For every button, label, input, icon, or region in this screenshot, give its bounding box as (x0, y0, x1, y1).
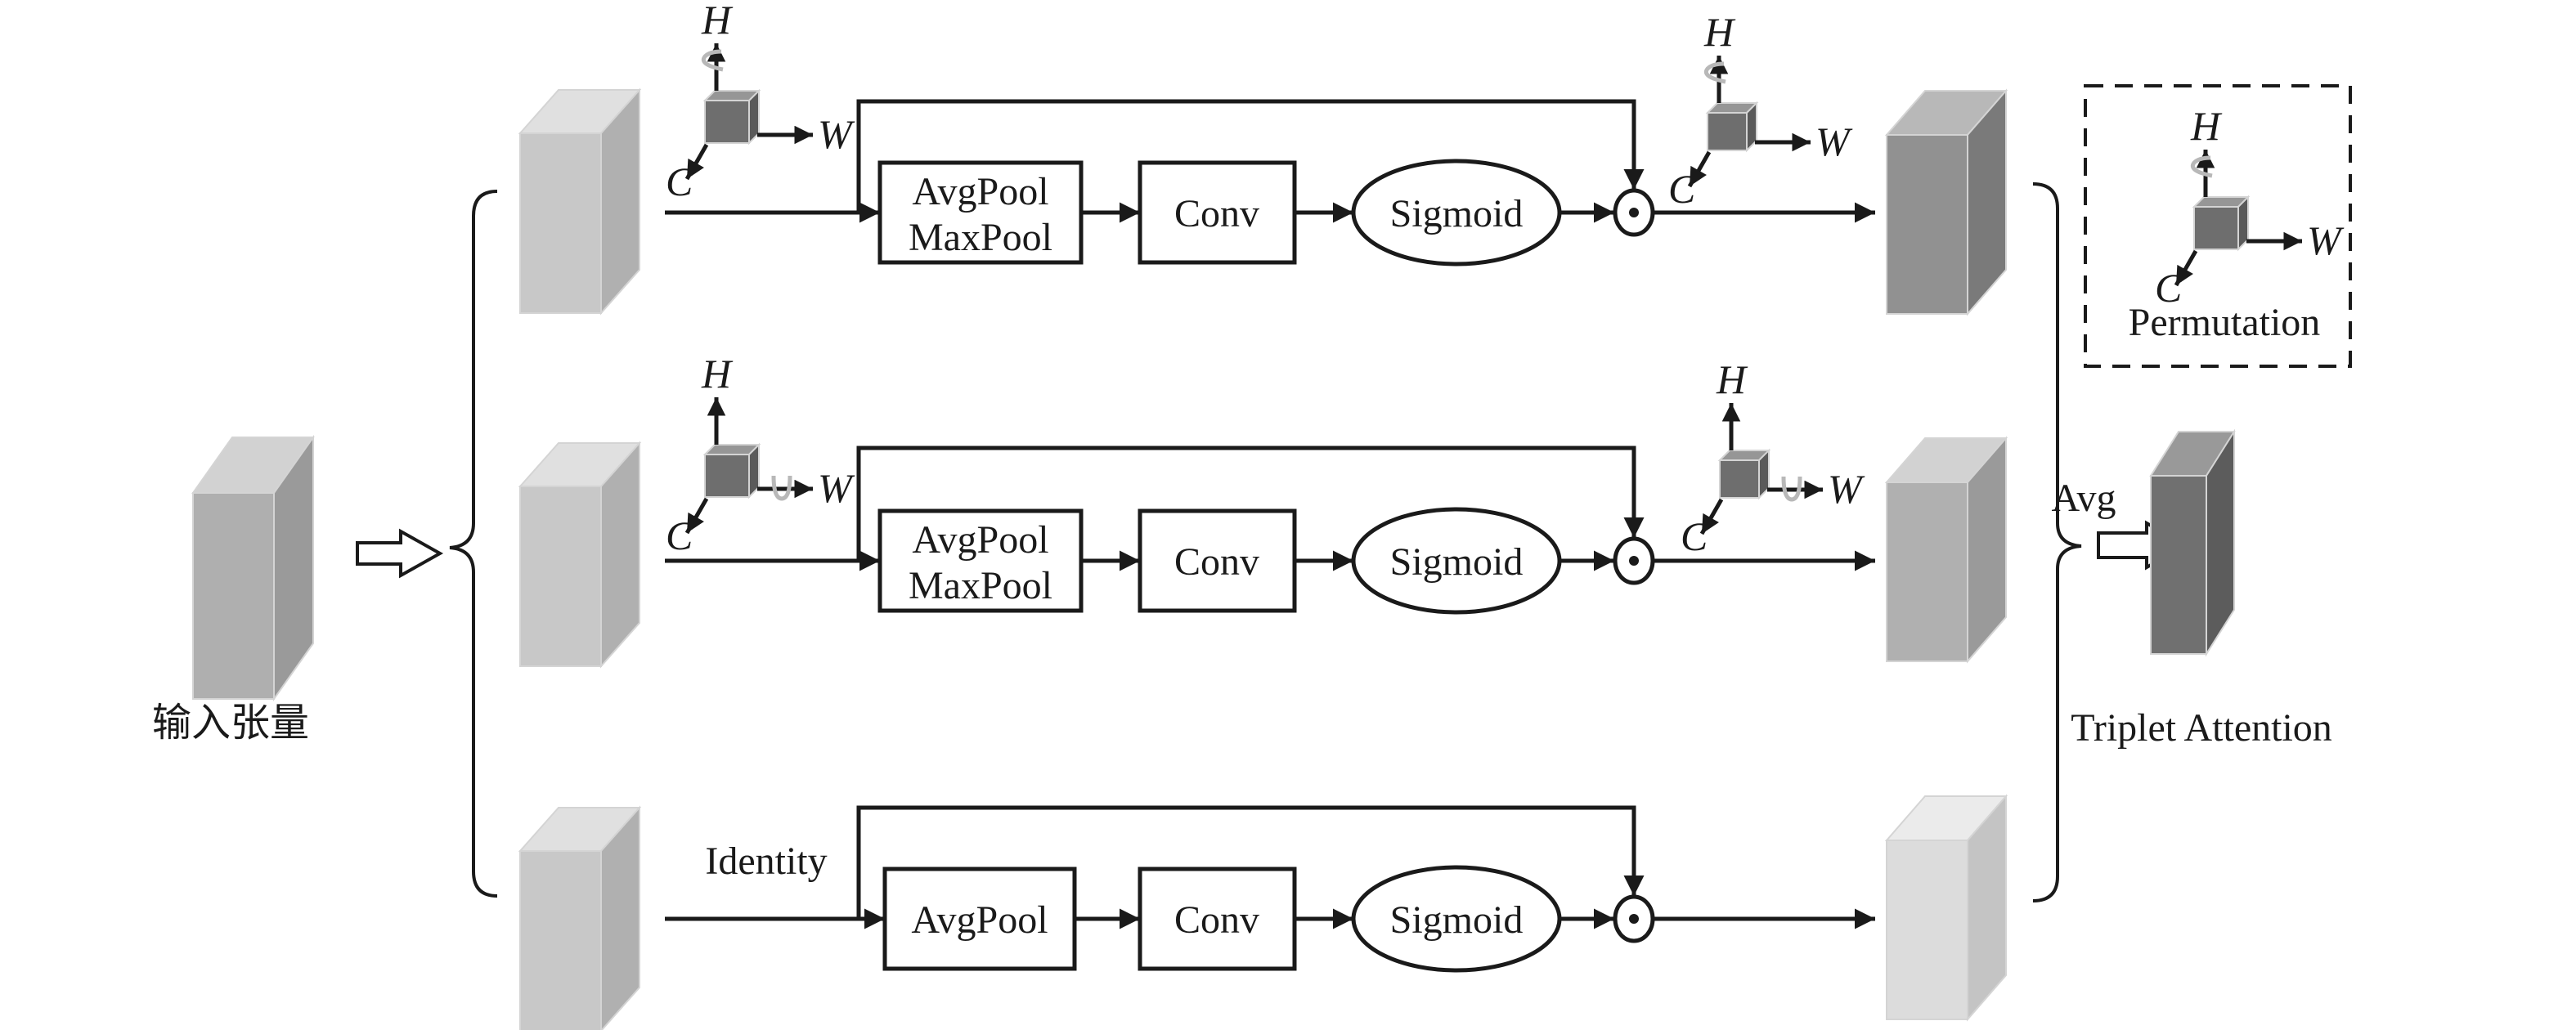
multiply-node-icon (1613, 894, 1655, 943)
branch-1-permute-out-w-label: W (1815, 119, 1853, 164)
avgpool-label: AvgPool (912, 170, 1048, 213)
multiply-dot (1629, 556, 1639, 566)
legend-rotation-arrow-icon (2190, 155, 2213, 178)
branch-2-permute-in-axis-cube-icon: H W C (666, 351, 855, 558)
branch-1-permute-in-rotation-arrow-icon (701, 49, 724, 72)
branch-input-block-front (519, 850, 602, 1030)
legend-c-axis-arrow (2174, 249, 2198, 287)
branch-2-permute-out-axis-cube-icon: H W C (1681, 356, 1865, 559)
sigmoid-label: Sigmoid (1390, 898, 1524, 942)
branch-1-permute-out-rotation-arrow-icon (1703, 61, 1726, 84)
branch-output-block (1884, 88, 2008, 316)
residual-bypass-arrow (856, 446, 1645, 561)
legend-dashed-box (2084, 84, 2352, 368)
sigmoid-label: Sigmoid (1390, 540, 1524, 584)
branch-input-block (518, 87, 642, 316)
conv-box (1138, 508, 1297, 613)
legend-cube (2192, 195, 2251, 252)
legend-c-label: C (2155, 265, 2183, 311)
branch-1-permute-in-cube (702, 88, 761, 146)
branch-output-block-front (1886, 481, 1968, 662)
branch-1-permute-in-w-label: W (818, 111, 855, 157)
legend-axis-cube-icon: H W C (2155, 103, 2345, 311)
maxpool-label: MaxPool (909, 216, 1052, 259)
pool-box (882, 867, 1077, 971)
conv-label: Conv (1174, 898, 1259, 942)
input-block (191, 434, 315, 702)
conv-label: Conv (1174, 192, 1259, 235)
legend-w-label: W (2307, 217, 2345, 263)
output-block (2149, 428, 2236, 657)
identity-label: Identity (705, 840, 827, 883)
multiply-node-icon (1613, 188, 1655, 237)
branch-1-permute-out-h-label: H (1703, 9, 1736, 55)
branch-1-permute-out-cube (1705, 101, 1759, 153)
multiply-dot (1629, 914, 1639, 924)
branch-1-permute-in-h-label: H (701, 0, 734, 43)
branch-input-block (518, 805, 642, 1030)
output-label: Triplet Attention (2071, 706, 2332, 750)
output-tensor (2149, 428, 2236, 657)
residual-bypass-arrow (856, 99, 1645, 213)
legend-label: Permutation (2129, 301, 2321, 344)
branch-1-permute-out-c-label: C (1668, 166, 1696, 212)
sigmoid-label: Sigmoid (1390, 192, 1524, 235)
branch-input-block (518, 441, 642, 669)
branch-output-block (1884, 436, 2008, 664)
branch-2-permute-out-h-label: H (1716, 356, 1748, 402)
branch-2-permute-in-h-label: H (701, 351, 734, 396)
branch-2-permute-out-rotation-arrow-icon (1781, 476, 1802, 502)
branch-2-permute-out-w-label: W (1828, 466, 1865, 512)
branch-2-permute-in-c-label: C (666, 513, 693, 558)
maxpool-label: MaxPool (909, 564, 1052, 607)
branch-2-permute-in-cube (702, 442, 761, 499)
branch-1-permute-out-axis-cube-icon: H W C (1668, 9, 1853, 212)
branch-1-permute-in-c-label: C (666, 159, 693, 204)
avgpool-label: AvgPool (912, 518, 1048, 562)
branch-2-permute-out-c-label: C (1681, 513, 1708, 559)
branch-2-permute-in-rotation-arrow-icon (771, 475, 792, 501)
branch-2-permute-in-cube-front (704, 454, 750, 498)
avg-label: Avg (2051, 477, 2116, 520)
split-arrow-icon (356, 528, 444, 579)
branch-2-permute-in-c-axis-arrow (684, 497, 709, 535)
input-block-front (192, 492, 275, 700)
branch-output-block (1884, 794, 2008, 1022)
branch-1-permute-out-c-axis-arrow (1687, 150, 1712, 188)
branch-output-block-front (1886, 840, 1968, 1020)
branch-1-permute-in-cube-front (704, 100, 750, 144)
residual-bypass-arrow (856, 805, 1645, 919)
branch-1-permute-in-c-axis-arrow (684, 143, 709, 181)
branch-2-permute-out-cube (1717, 448, 1771, 500)
legend-cube-front (2193, 206, 2239, 250)
avgpool-label: AvgPool (911, 898, 1048, 942)
branch-input-block-front (519, 486, 602, 667)
branch-2-permute-out-c-axis-arrow (1699, 498, 1724, 535)
split-brace (449, 190, 498, 898)
input-tensor-label: 输入张量 (152, 700, 309, 746)
multiply-node-icon (1613, 536, 1655, 585)
legend-axis-cube-icon: H W C (2155, 103, 2345, 311)
input-tensor (191, 434, 315, 702)
branch-input-block-front (519, 132, 602, 314)
pool-box (877, 160, 1084, 265)
multiply-dot (1629, 208, 1639, 217)
output-block-front (2150, 475, 2207, 655)
branch-output-block-front (1886, 134, 1968, 315)
permutation-legend: H W C Permutation (2084, 84, 2352, 368)
conv-label: Conv (1174, 540, 1259, 584)
branch-2-permute-out-cube-front (1719, 459, 1760, 499)
merge-brace (2032, 182, 2082, 902)
legend-h-label: H (2190, 103, 2223, 149)
branch-1-permute-out-cube-front (1707, 112, 1748, 151)
branch-1-permute-in-axis-cube-icon: H W C (666, 0, 855, 204)
branch-2-permute-in-w-label: W (818, 465, 855, 511)
